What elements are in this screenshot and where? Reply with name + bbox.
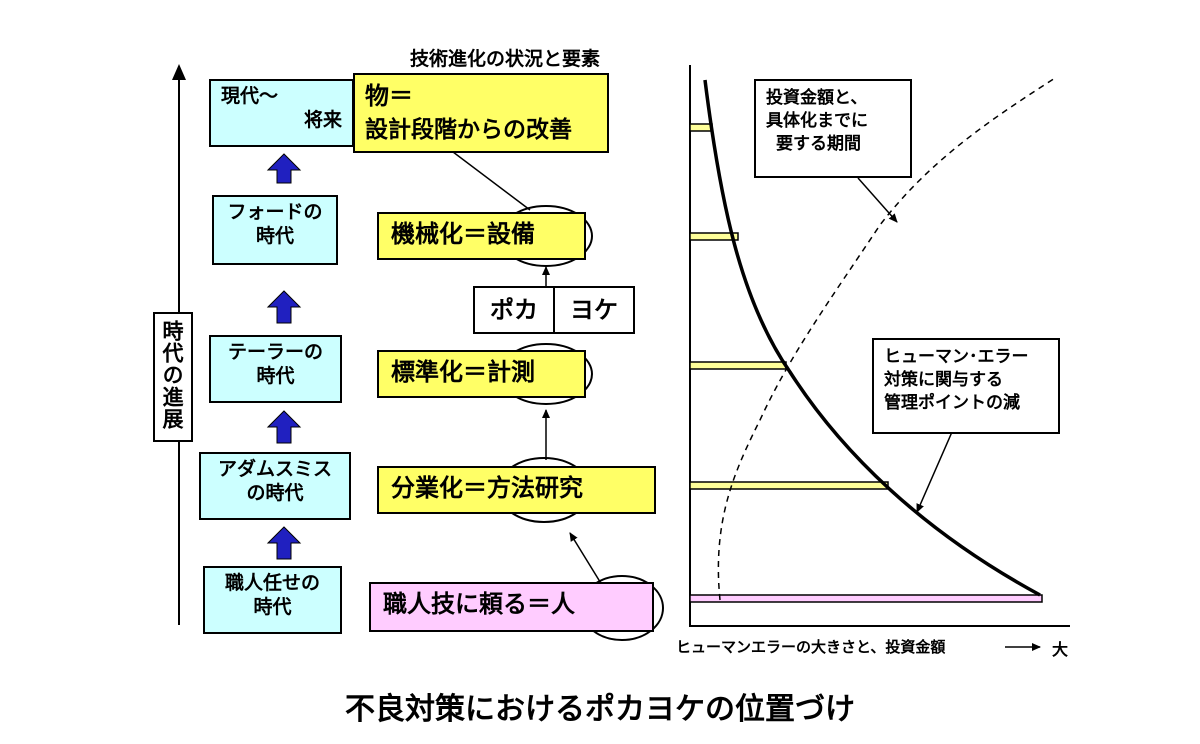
investment-callout-arrow xyxy=(857,177,898,223)
investment-note: 投資金額と、 具体化までに 要する期間 xyxy=(754,79,912,178)
bar-mono xyxy=(689,123,713,132)
stage-craftsmanship: 職人技に頼る＝人 xyxy=(369,582,654,632)
stage-mono-line2: 設計段階からの改善 xyxy=(365,117,572,143)
note-line: 投資金額と、 xyxy=(766,88,868,108)
stage-mono-line1: 物＝ xyxy=(365,82,413,110)
era-modern-future: 現代〜 将来 xyxy=(209,79,354,147)
investment-curve xyxy=(717,77,1056,601)
note-line: ヒューマン･エラー xyxy=(884,347,1029,367)
human-error-note: ヒューマン･エラー 対策に関与する 管理ポイントの減 xyxy=(872,338,1060,434)
stage-standardization: 標準化＝計測 xyxy=(377,350,586,398)
era-taylor: テーラーの 時代 xyxy=(209,335,342,403)
bar-hito xyxy=(689,594,1043,603)
up-arrow-icon xyxy=(266,526,302,560)
note-line: 要する期間 xyxy=(776,133,861,154)
stage-mono: 物＝ 設計段階からの改善 xyxy=(353,73,609,153)
up-arrow-icon xyxy=(266,290,302,324)
x-axis-label: ヒューマンエラーの大きさと、投資金額 xyxy=(676,638,946,656)
era-progress-arrows xyxy=(266,153,302,560)
bar-setsubi xyxy=(689,232,739,241)
human-error-callout-arrow xyxy=(916,431,953,513)
era-line2: 時代 xyxy=(255,224,294,247)
era-line1: フォードの xyxy=(227,201,323,223)
time-progress-label: 時代の進展 xyxy=(153,312,193,442)
era-line1: 職人任せの xyxy=(224,572,320,594)
bar-keisoku xyxy=(689,361,787,370)
pokayoke-right: ヨケ xyxy=(570,296,618,324)
era-line2: の時代 xyxy=(246,481,304,504)
era-line1: テーラーの xyxy=(227,341,323,363)
stage-division-of-labor: 分業化＝方法研究 xyxy=(377,466,656,514)
figure-caption: 不良対策におけるポカヨケの位置づけ xyxy=(345,692,855,727)
stages-title: 技術進化の状況と要素 xyxy=(410,48,601,70)
note-line: 具体化までに xyxy=(766,110,868,131)
management-points-curve xyxy=(703,79,1041,597)
era-ford: フォードの 時代 xyxy=(212,195,338,265)
x-axis-end-label: 大 xyxy=(1052,640,1069,659)
era-line1: アダムスミス xyxy=(217,458,332,480)
era-line1: 現代〜 xyxy=(221,85,279,107)
era-craftsman: 職人任せの 時代 xyxy=(203,566,342,634)
arrow-hito-to-hoho xyxy=(569,532,603,586)
pokayoke-box: ポカ ヨケ xyxy=(473,286,635,334)
pokayoke-left: ポカ xyxy=(475,288,555,332)
up-arrow-icon xyxy=(266,153,302,184)
stage-mechanization: 機械化＝設備 xyxy=(377,212,586,260)
time-axis-arrowhead xyxy=(172,64,186,80)
note-line: 管理ポイントの減 xyxy=(884,392,1020,413)
era-line2: 時代 xyxy=(253,595,292,618)
note-line: 対策に関与する xyxy=(884,369,1003,390)
up-arrow-icon xyxy=(266,410,302,444)
era-line2: 時代 xyxy=(256,364,295,387)
era-line2: 将来 xyxy=(303,108,342,131)
era-adam-smith: アダムスミス の時代 xyxy=(199,452,351,520)
bar-hoho xyxy=(689,481,889,490)
